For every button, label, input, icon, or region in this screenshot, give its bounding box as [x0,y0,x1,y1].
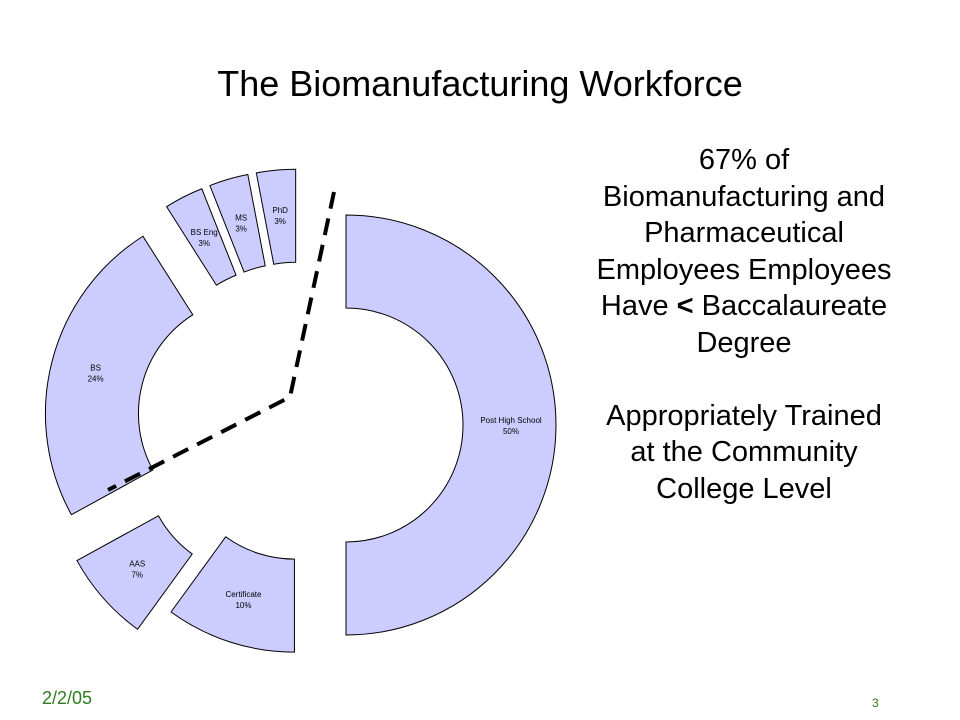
callout-line: Biomanufacturing and [602,180,886,213]
callout-text: 67% of Biomanufacturing and Pharmaceutic… [548,142,940,507]
slice-certificate [170,536,295,653]
callout-baccalaureate: Baccalaureate [701,290,888,322]
callout-line: 67% of [698,144,790,176]
slide-title: The Biomanufacturing Workforce [217,63,743,104]
slice-aas [76,515,193,630]
callout-have: Have [600,290,669,322]
slice-ms [209,173,266,273]
slices-layer [44,168,557,653]
callout-line: College Level [656,472,832,505]
callout-line: at the Community [630,436,858,468]
slice-post-high-school [345,214,557,636]
divider-dashed-line [107,191,336,492]
footer-date: 2/2/05 [42,688,93,708]
less-than-sign: < [676,290,694,322]
callout-line: Appropriately Trained [606,399,882,432]
slice-phd [255,168,297,265]
callout-line: Have < Baccalaureate [548,288,940,325]
callout-spacer [548,361,940,398]
callout-line: Employees Employees [596,253,892,286]
callout-line: Degree [696,326,792,359]
page-number: 3 [872,696,879,708]
slice-bs-eng [165,188,237,286]
slice-bs [44,235,194,516]
callout-line: Pharmaceutical [644,217,844,249]
